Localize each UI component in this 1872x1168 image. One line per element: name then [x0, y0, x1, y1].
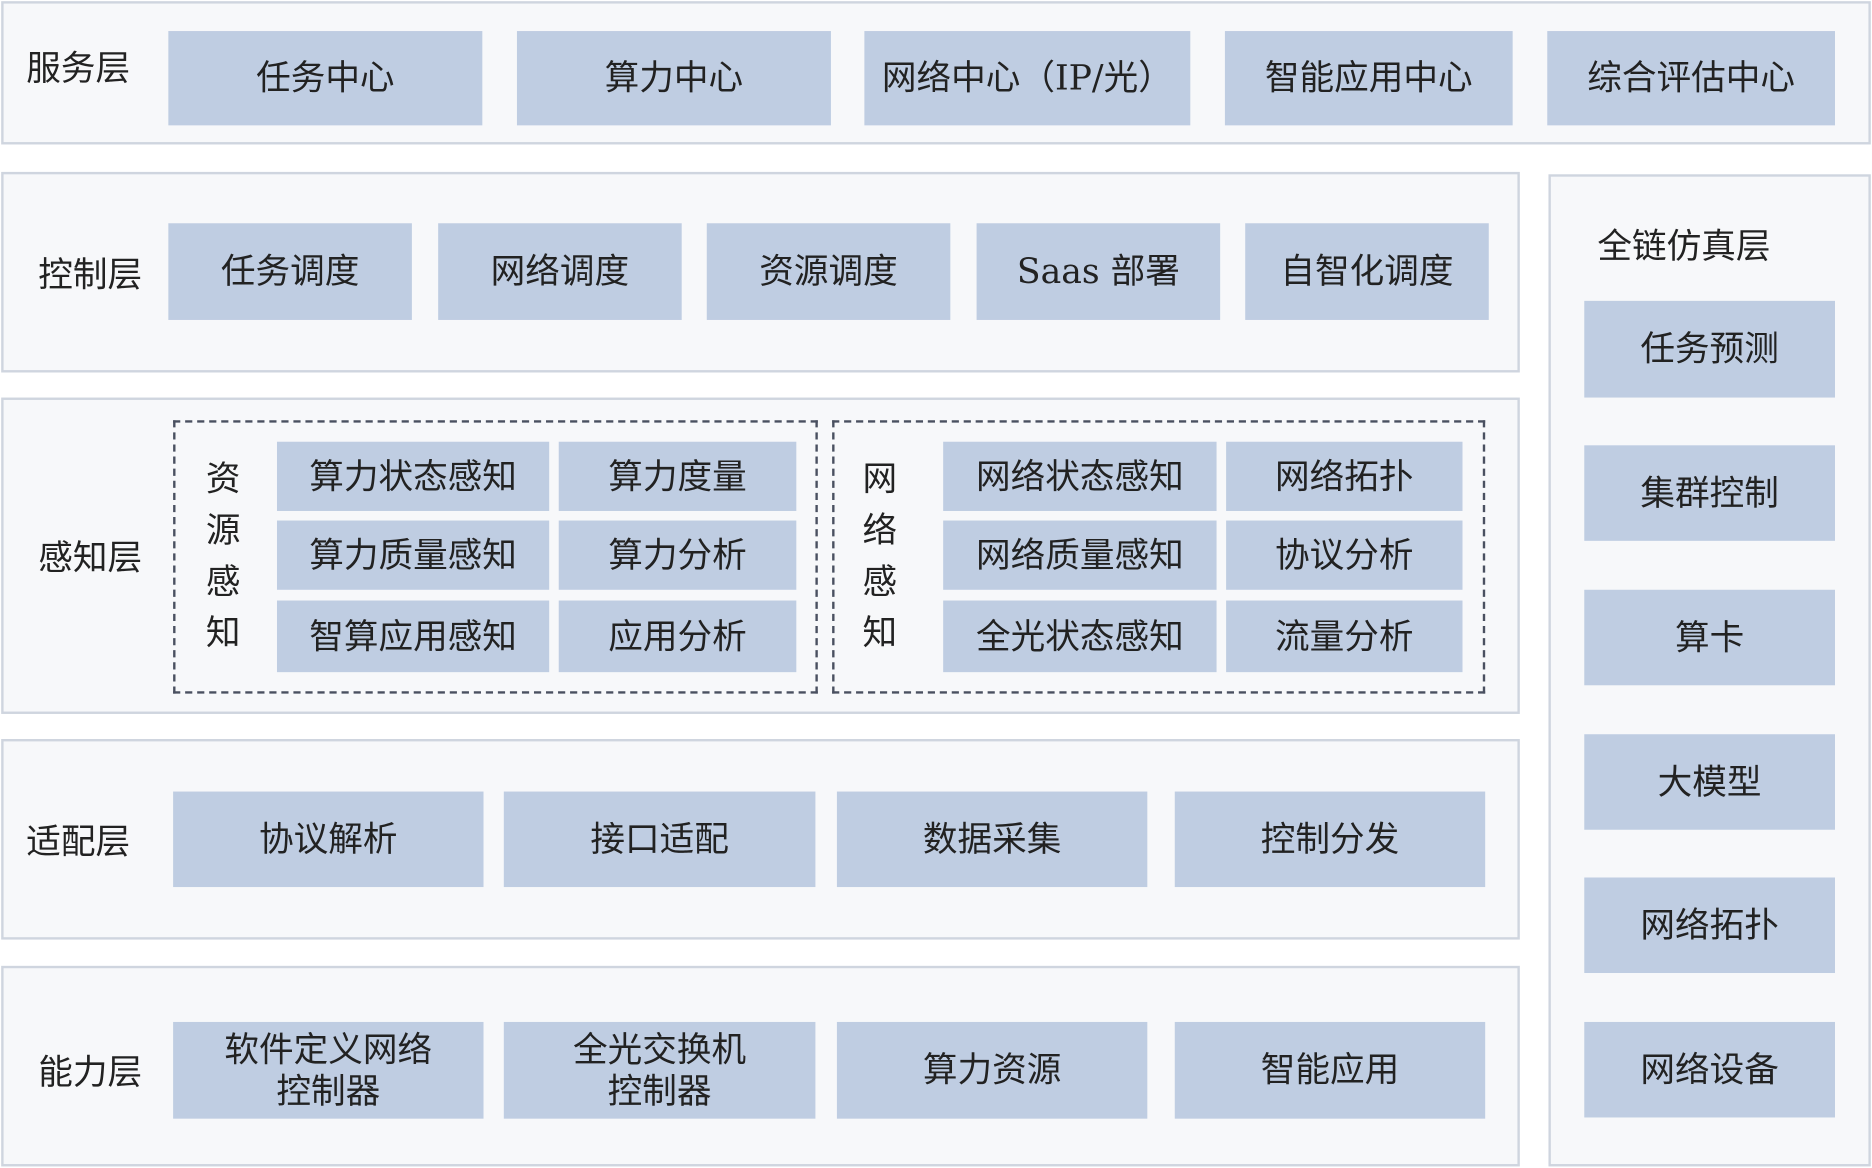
adapter-item: 数据采集 [836, 791, 1148, 888]
simulation-item: 网络拓扑 [1584, 877, 1835, 974]
simulation-item: 任务预测 [1584, 300, 1835, 398]
network-item: 网络拓扑 [1226, 441, 1463, 511]
ability-item: 智能应用 [1174, 1021, 1486, 1119]
resource-item: 算力分析 [558, 520, 797, 590]
control-layer-label: 控制层 [38, 254, 143, 295]
adapter-item: 控制分发 [1174, 791, 1486, 888]
service-item: 综合评估中心 [1547, 31, 1835, 126]
resource-perception-group [173, 420, 818, 694]
resource-item: 算力度量 [558, 441, 797, 511]
adapter-layer-label: 适配层 [26, 821, 131, 862]
service-item: 任务中心 [168, 31, 483, 126]
network-item: 网络状态感知 [943, 441, 1217, 511]
control-item: Saas 部署 [976, 223, 1221, 320]
simulation-layer-label: 全链仿真层 [1597, 225, 1771, 267]
simulation-item: 集群控制 [1584, 445, 1835, 541]
ability-item: 算力资源 [836, 1021, 1148, 1119]
network-perception-group [832, 420, 1486, 694]
network-item: 流量分析 [1226, 600, 1463, 673]
service-layer-label: 服务层 [26, 47, 131, 89]
service-item: 算力中心 [516, 31, 831, 126]
simulation-item: 大模型 [1584, 734, 1835, 830]
service-item: 网络中心（IP/光） [864, 31, 1191, 126]
network-item: 网络质量感知 [943, 520, 1217, 590]
network-item: 协议分析 [1226, 520, 1463, 590]
ability-item: 全光交换机 控制器 [503, 1021, 816, 1119]
ability-layer-label: 能力层 [38, 1051, 143, 1093]
adapter-item: 协议解析 [173, 791, 484, 888]
resource-item: 算力质量感知 [276, 520, 550, 590]
resource-item: 应用分析 [558, 600, 797, 673]
control-item: 资源调度 [706, 223, 951, 320]
service-item: 智能应用中心 [1224, 31, 1513, 126]
ability-item: 软件定义网络 控制器 [173, 1021, 484, 1119]
adapter-item: 接口适配 [503, 791, 816, 888]
resource-item: 算力状态感知 [276, 441, 550, 511]
perception-layer-label: 感知层 [38, 537, 143, 578]
control-item: 任务调度 [168, 223, 412, 320]
resource-item: 智算应用感知 [276, 600, 550, 673]
simulation-item: 算卡 [1584, 589, 1835, 686]
simulation-item: 网络设备 [1584, 1021, 1835, 1118]
control-item: 网络调度 [438, 223, 682, 320]
control-item: 自智化调度 [1245, 223, 1489, 320]
resource-perception-label: 资源感知 [205, 458, 241, 654]
network-perception-label: 网络感知 [862, 458, 898, 654]
network-item: 全光状态感知 [943, 600, 1217, 673]
